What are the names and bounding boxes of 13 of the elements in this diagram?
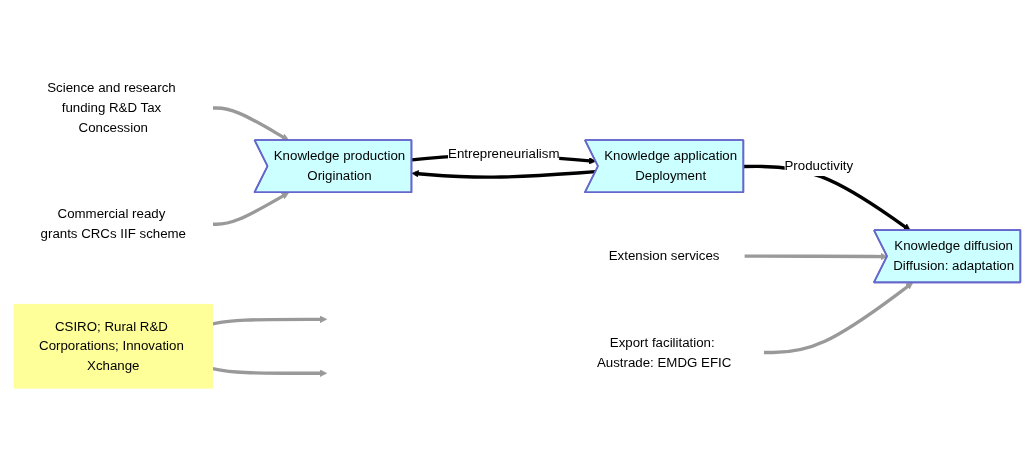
node-text: Science and research funding R&D Tax Concession [47,80,176,135]
arrow [744,252,888,261]
edge-label: Productivity [784,158,854,173]
arrow [212,192,290,226]
arrow [212,315,328,326]
arrow [212,366,328,377]
edge-label: Entrepreneurialism [448,146,560,161]
arrow [411,169,596,179]
arrow [763,282,914,355]
node-text: Commercial ready grants CRCs IIF scheme [40,206,187,241]
node-box: CSIRO; Rural R&D Corporations; Innovation Xchange [13,303,213,389]
node-text: Export facilitation: Austrade: EMDG EFIC [596,334,732,369]
node-text: Extension services [608,248,720,263]
